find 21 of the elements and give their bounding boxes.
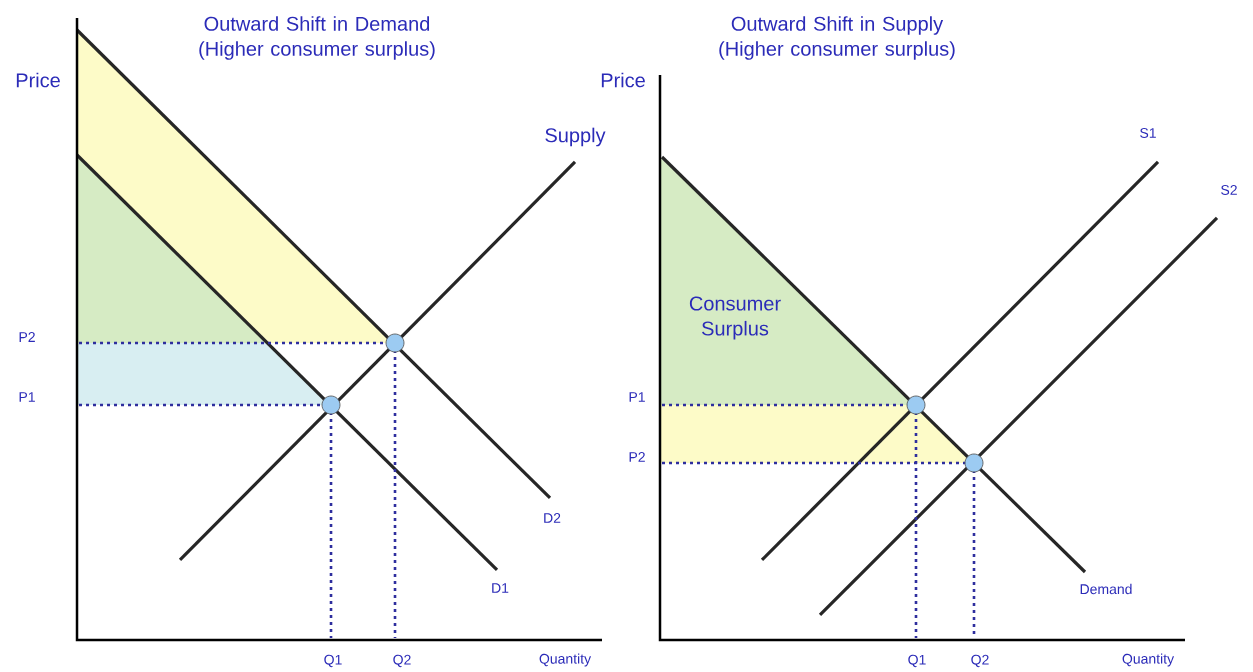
axis-label: Quantity	[1122, 653, 1175, 667]
axis-label: Price	[16, 72, 60, 88]
curve-label: Demand	[1080, 583, 1132, 595]
quantity-label: Q1	[908, 654, 926, 668]
price-label: P1	[19, 392, 35, 402]
curve-label: Supply	[545, 127, 606, 147]
price-label: P2	[629, 452, 645, 462]
chart-title: Outward Shift in Demand (Higher consumer surplus)	[199, 16, 435, 60]
chart-title: Outward Shift in Supply (Higher consumer surplus)	[719, 16, 955, 60]
quantity-label: Q2	[393, 654, 411, 668]
quantity-label: Q1	[324, 654, 342, 668]
curve-label: D2	[544, 513, 561, 523]
axis-label: Quantity	[539, 653, 592, 667]
quantity-label: Q2	[971, 654, 989, 668]
area-label: Consumer Surplus	[689, 296, 781, 340]
price-label: P1	[629, 392, 645, 402]
curve-label: D1	[492, 583, 509, 593]
curve-label: S1	[1140, 128, 1156, 138]
price-label: P2	[19, 332, 35, 342]
curve-label: S2	[1221, 185, 1237, 195]
axis-label: Price	[601, 72, 645, 88]
